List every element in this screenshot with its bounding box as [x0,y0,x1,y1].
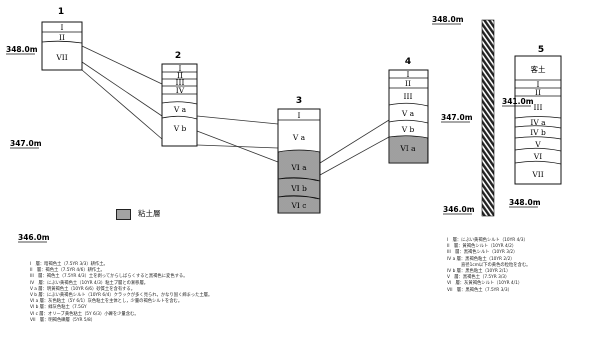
svg-text:348.0m: 348.0m [6,45,38,54]
note-left-4: IV 層：にぶい黄褐色土（10YR 4/3）粘土ブ層との漸移層。 [30,280,149,286]
svg-text:348.0m: 348.0m [432,15,464,24]
col3-layer-2: V a [292,133,306,142]
note-right-7: V 層：黒褐色土（7.5YR 3/3） [447,275,510,281]
note-right-1: I 層：にぶい黄褐色シルト（10YR 4/3） [447,238,528,243]
soil-column-2 [161,63,198,147]
col1-layer-2: II [59,33,65,42]
elevation-label-bottom-right: 348.0m [509,198,541,208]
col4-layer-5: V b [401,125,415,134]
column-3-number: 3 [296,96,302,106]
svg-text:341.0m: 341.0m [502,97,534,106]
col2-layer-3: III [176,78,185,87]
note-left-7: VI a 層：灰色粘土（5Y 6/1）灰色粘土を主体とし，少量の褐色シルトを含む… [30,299,183,305]
svg-text:347.0m: 347.0m [10,139,42,148]
clay-layer-legend-swatch [116,209,131,220]
col2-layer-5: V a [173,105,187,114]
col5-layer-5: IV a [530,118,546,127]
col5-layer-9: VII [531,170,543,179]
svg-text:347.0m: 347.0m [441,113,473,122]
elevation-label-346-left: 346.0m [18,233,50,243]
col5-layer-7: V [534,140,541,149]
correlation-lines [81,45,390,176]
note-left-6: V b 層：にぶい黄褐色シルト（10YR 6/4）クラックが多く見られ，かなり固… [30,292,213,298]
note-left-9: VI c 層：オリーブ黄色粘土（5Y 6/3）小礫を少量含む。 [30,311,139,317]
col5-layer-4: III [534,103,543,112]
note-left-10: VII 層：明褐色礫層（5YR 5/8） [30,317,96,323]
col4-layer-4: V a [401,109,415,118]
soil-column-4 [388,69,429,164]
col2-layer-6: V b [173,124,187,133]
col4-layer-2: II [405,79,411,88]
svg-text:346.0m: 346.0m [443,205,475,214]
note-right-9: VII 層：黒褐色土（7.5YR 3/3） [447,287,512,293]
clay-layer-legend-label: 粘土層 [138,209,161,218]
column-1-number: 1 [58,7,64,17]
note-right-8: VI 層：灰黄褐色シルト（10YR 4/1） [447,281,523,287]
col5-layer-8: VI [533,152,542,161]
hatched-boundary-bar [481,19,495,217]
note-right-4: IV a 層：黒褐色粘土（10YR 2/2） [447,256,515,262]
note-left-8: VI b 層：緑灰色粘土（7.5GY [30,305,87,311]
note-left-2: II 層：褐色土（7.5YR 4/6）耕作土。 [30,268,105,274]
elevation-label-col4: 347.0m [441,113,473,123]
col5-layer-2: I [537,80,540,89]
svg-text:348.0m: 348.0m [509,198,541,207]
col2-layer-2: II [177,71,183,80]
col5-layer-6: IV b [530,128,546,137]
soil-column-3 [277,108,321,214]
note-right-5: 直径1cm以下の黄色の粒粒を含む。 [461,262,531,268]
col2-layer-4: IV [176,86,185,95]
layer-notes-left: I 層：暗褐色土（7.5YR 3/3）耕作土。 II 層：褐色土（7.5YR 4… [30,262,212,324]
col4-layer-6: VI a [399,144,416,153]
col3-layer-3: VI a [290,163,307,172]
col4-layer-3: III [404,92,413,101]
col3-layer-5: VI c [291,201,307,210]
elevation-label-top-right: 348.0m [432,15,464,25]
note-left-1: I 層：暗褐色土（7.5YR 3/3）耕作土。 [30,262,108,267]
elevation-label-347-left: 347.0m [10,139,42,149]
note-right-6: IV b 層：黒色粘土（10YR 2/1） [447,268,511,274]
col5-layer-3: II [535,88,541,97]
col1-layer-1: I [61,23,64,32]
note-left-3: III 層：褐色土（7.5YR 4/3）土を剥ってからしばらくすると黒褐色に変色… [30,274,188,280]
svg-text:346.0m: 346.0m [18,233,50,242]
note-left-5: V a 層：明黄褐色土（10YR 6/6）砂質土を含有する。 [30,286,136,292]
col3-layer-4: VI b [290,184,307,193]
column-5-number: 5 [538,45,544,55]
column-4-number: 4 [405,57,411,67]
layer-notes-right: I 層：にぶい黄褐色シルト（10YR 4/3） II 層：黄褐色シルト（10YR… [447,238,530,294]
note-right-2: II 層：黄褐色シルト（10YR 4/2） [447,244,517,250]
column-2-number: 2 [175,51,181,61]
soil-column-1 [41,21,83,71]
elevation-label-mid-right: 346.0m [443,205,475,215]
note-right-3: III 層：黒褐色シルト（10YR 3/2） [447,250,518,256]
col5-layer-1: 客土 [531,64,546,74]
col2-layer-1: I [179,64,182,73]
elevation-label-col5: 341.0m [502,97,534,107]
elevation-label-col1: 348.0m [6,45,38,55]
col1-layer-3: VII [55,53,67,62]
soil-column-5 [514,55,562,185]
col3-layer-1: I [298,111,301,120]
col4-layer-1: I [407,70,410,79]
